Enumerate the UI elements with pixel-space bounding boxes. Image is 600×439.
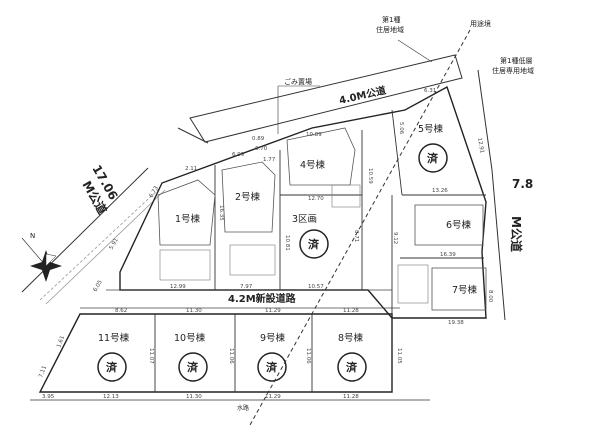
dim-side-1: 16.35 [218, 205, 224, 221]
building-7 [431, 267, 487, 311]
north-road-label: 4.0M公道 [338, 84, 387, 107]
dim-top-5: 0.89 [252, 136, 265, 142]
east-road-edge-b [477, 69, 493, 171]
dim-mid-3: 11.29 [265, 308, 281, 314]
dim-left-2: 5.91 [109, 237, 120, 251]
zoning-boundary-line [249, 29, 471, 426]
dim-left-5: 7.11 [38, 365, 48, 379]
sold-stamp-5: 済 [418, 143, 448, 173]
dim-bottom-2: 12.13 [103, 394, 119, 400]
lot-3-label: 3区画 [292, 214, 317, 225]
lot-9-label: 9号棟 [260, 332, 286, 344]
dim-right-3: 19.38 [448, 320, 464, 326]
dim-left-1: 6.73 [149, 185, 161, 199]
dim-mid-4: 11.28 [343, 308, 359, 314]
zoning-boundary-label: 用途境 [470, 19, 491, 28]
zone-east-line2: 住居専用地域 [492, 66, 534, 75]
site-outline-lower [38, 313, 393, 393]
sold-stamp-9: 済 [257, 352, 287, 382]
dim-far-4: 8.00 [487, 290, 493, 303]
parking-4 [331, 184, 361, 208]
dim-side-3: 10.81 [284, 235, 290, 251]
lot-4-label: 4号棟 [300, 159, 326, 171]
dim-right-2: 16.39 [440, 252, 456, 258]
zone-north-line1: 第1種 [382, 15, 400, 24]
dim-far-3: 12.91 [476, 137, 485, 154]
dim-top-1: 2.11 [185, 166, 197, 172]
lot-1-label: 1号棟 [175, 213, 201, 225]
east-road-label-2: M公道 [509, 216, 524, 252]
dim-mid-2: 11.30 [186, 308, 202, 314]
sold-stamp-8: 済 [337, 352, 367, 382]
building-2 [221, 161, 276, 233]
dim-top-3: 1.77 [263, 157, 276, 163]
lot-5-label: 5号棟 [418, 123, 444, 135]
waterway-label: 水路 [237, 404, 249, 412]
zone-north-line2: 住居地域 [376, 25, 404, 34]
new-road-label: 4.2M新設道路 [228, 292, 297, 305]
lot-2-label: 2号棟 [235, 191, 261, 203]
dim-top-2: 6.99 [232, 152, 245, 158]
sold-stamp-10: 済 [178, 352, 208, 382]
dim-top-6: 6.70 [255, 146, 268, 152]
lot-10-label: 10号棟 [174, 332, 206, 344]
east-road-edge-a [491, 169, 506, 321]
garbage-label: ごみ置場 [284, 77, 312, 86]
parking-2 [229, 244, 276, 276]
lot-7-label: 7号棟 [452, 284, 478, 296]
west-road-edge-a [39, 187, 161, 301]
dim-right-1: 13.26 [432, 188, 448, 194]
dim-bottom-5: 11.28 [343, 394, 359, 400]
lot-8-label: 8号棟 [338, 332, 364, 344]
dim-side-2: 10.59 [367, 168, 373, 184]
svg-text:済: 済 [346, 360, 358, 374]
zone-north-leader [397, 39, 433, 63]
dim-bottom-4: 11.29 [265, 394, 281, 400]
sold-stamp-11: 済 [97, 352, 127, 382]
svg-text:N: N [30, 232, 35, 240]
dim-bottom-3: 11.30 [186, 394, 202, 400]
building-6 [414, 204, 484, 246]
dim-top-4: 10.89 [306, 132, 322, 138]
dim-lot-4: 11.05 [396, 348, 402, 364]
dim-top-7: 12.70 [308, 196, 324, 202]
north-arrow-icon: N [21, 232, 62, 282]
sold-stamp-3: 済 [299, 229, 329, 259]
dim-far-1: 6.31 [424, 88, 436, 94]
north-road [189, 54, 463, 143]
dim-far-2: 5.06 [398, 122, 404, 135]
parking-6 [397, 264, 429, 304]
building-4 [286, 127, 356, 186]
dim-mid-1: 8.62 [115, 308, 127, 314]
building-1 [157, 179, 216, 246]
dim-side-4: 8.71 [353, 230, 359, 242]
divider-4-5 [391, 109, 403, 196]
lot-6-label: 6号棟 [446, 219, 472, 231]
dim-mid-7: 10.57 [308, 284, 324, 290]
dim-lot-2: 11.06 [228, 348, 234, 364]
svg-text:済: 済 [266, 360, 278, 374]
west-road-edge-b [45, 189, 166, 305]
svg-text:済: 済 [106, 360, 118, 374]
dim-right-4: 9.12 [392, 232, 398, 244]
dim-lot-1: 11.07 [148, 348, 154, 364]
svg-text:済: 済 [187, 360, 199, 374]
parking-1 [159, 249, 211, 281]
dim-bottom-1: 3.95 [42, 394, 55, 400]
dim-left-4: 1.61 [56, 335, 66, 349]
dim-mid-6: 7.97 [240, 284, 253, 290]
lot-11-label: 11号棟 [98, 332, 130, 344]
zone-east-line1: 第1種低層 [500, 56, 532, 65]
dim-lot-3: 11.06 [305, 348, 311, 364]
svg-text:済: 済 [308, 237, 320, 251]
dim-mid-5: 12.99 [170, 284, 186, 290]
dim-left-3: 6.05 [93, 279, 105, 293]
north-road-edge [177, 127, 209, 144]
east-road-label-1: 7.8 [512, 177, 533, 191]
svg-text:済: 済 [427, 151, 439, 165]
